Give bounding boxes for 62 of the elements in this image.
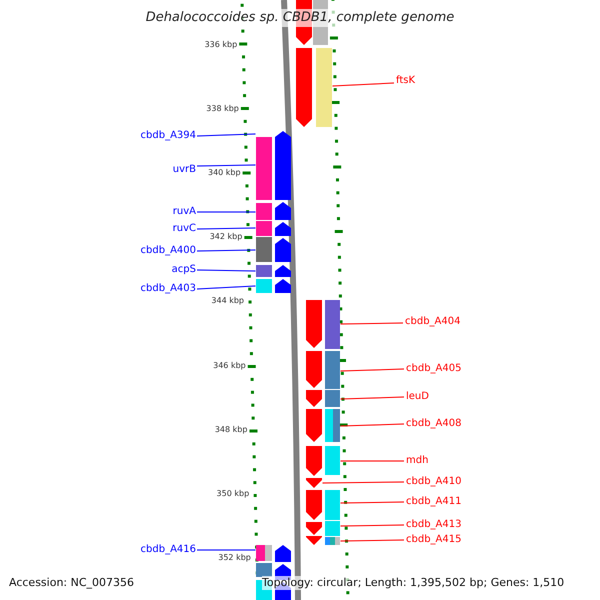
gene-label: cbdb_A394: [140, 130, 196, 142]
gene-feature: [306, 536, 340, 545]
footer-text: Topology: circular; Length: 1,395,502 bp; Genes: 1,510: [262, 576, 564, 590]
scale-label: 346 kbp: [213, 361, 246, 371]
gene-feature: [256, 237, 291, 262]
leader-line: [196, 134, 256, 136]
leader-line: [340, 524, 404, 526]
gene-feature: [306, 490, 340, 520]
scale-label: 344 kbp: [211, 296, 244, 306]
gene-feature: [256, 265, 291, 277]
leader-line: [196, 228, 256, 230]
gene-label: cbdb_A415: [406, 534, 462, 546]
gene-feature: [296, 48, 332, 127]
scale-label: 350 kbp: [216, 489, 250, 499]
leader-line: [196, 164, 256, 166]
leader-line: [340, 424, 404, 426]
gene-label: leuD: [406, 391, 429, 403]
leader-line: [196, 270, 256, 272]
leader-line: [340, 396, 404, 400]
leader-line: [340, 460, 404, 462]
gene-feature: [256, 202, 291, 220]
gene-feature: [306, 446, 340, 476]
scale-label: 342 kbp: [210, 232, 242, 242]
gene-feature: [306, 351, 340, 389]
gene-feature: [256, 131, 291, 200]
leader-line: [322, 482, 404, 484]
gene-label: mdh: [406, 455, 428, 467]
gene-feature: [306, 478, 322, 488]
gene-label: cbdb_A413: [406, 519, 462, 531]
scale-label: 348 kbp: [214, 425, 248, 435]
scale-label: 352 kbp: [218, 553, 251, 563]
gene-feature: [306, 409, 340, 442]
scale-label: 338 kbp: [206, 104, 239, 114]
leader-line: [340, 502, 404, 504]
gene-label: ruvC: [172, 223, 196, 235]
leader-line: [340, 540, 404, 542]
leader-line: [340, 368, 404, 372]
gene-label: uvrB: [172, 164, 196, 176]
gene-label: cbdb_A408: [406, 418, 462, 430]
scale-label: 336 kbp: [204, 40, 238, 50]
gene-feature: [306, 390, 340, 407]
scale-label: 340 kbp: [208, 168, 241, 178]
gene-feature: [256, 221, 291, 236]
gene-feature: [256, 279, 291, 293]
gene-label: ruvA: [172, 206, 196, 218]
leader-line: [196, 286, 256, 290]
gene-label: cbdb_A411: [406, 496, 462, 508]
leader-line: [340, 322, 404, 324]
gene-label: cbdb_A403: [140, 283, 196, 295]
gene-feature: [256, 545, 291, 562]
gene-label: cbdb_A404: [405, 316, 460, 328]
gene-label: cbdb_A400: [140, 245, 196, 257]
footer-text: Accession: NC_007356: [9, 576, 134, 590]
gene-label: cbdb_A405: [406, 363, 462, 375]
gene-label: acpS: [172, 264, 196, 276]
gene-feature: [306, 300, 340, 349]
gene-label: cbdb_A410: [406, 476, 462, 488]
leader-line: [196, 250, 256, 252]
gene-label: cbdb_A416: [140, 544, 196, 556]
gene-label: ftsK: [396, 75, 416, 87]
leader-line: [332, 82, 394, 86]
gene-feature: [306, 521, 340, 536]
